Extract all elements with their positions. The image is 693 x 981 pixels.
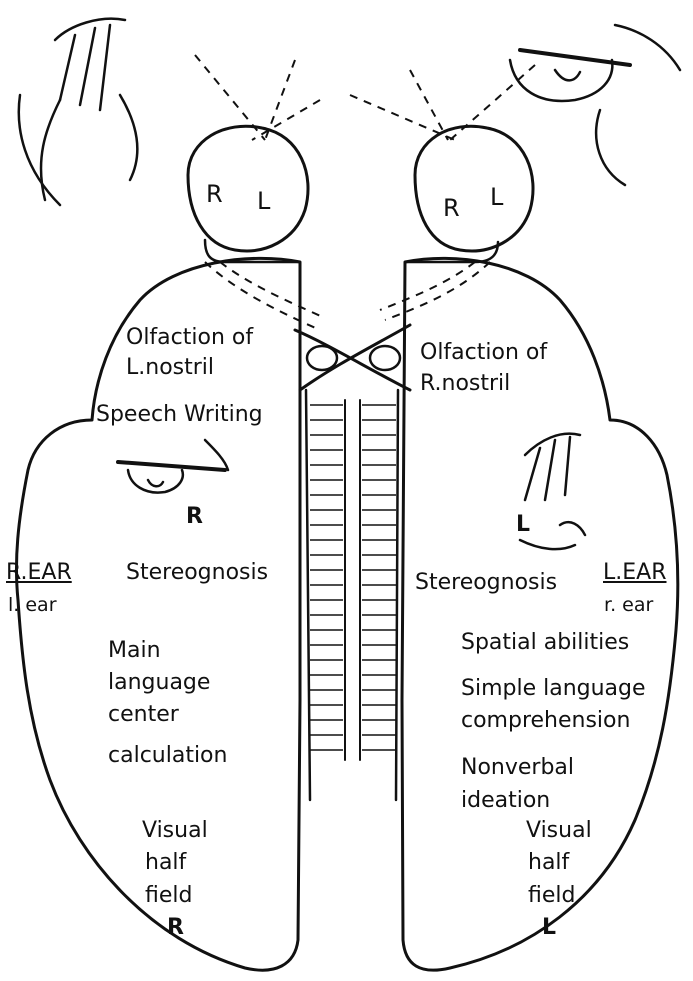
nonverbal-label: Nonverbal bbox=[461, 755, 574, 780]
left-eye-r-label: R bbox=[206, 181, 223, 209]
brain-stem-left-edge bbox=[306, 390, 310, 800]
right-field-label: field bbox=[528, 883, 575, 908]
right-hand-pen-drawing bbox=[510, 25, 680, 185]
right-stereognosis-label: Stereognosis bbox=[415, 570, 557, 595]
right-olfaction-label: Olfaction of bbox=[420, 340, 547, 365]
r-ear-sublabel: r. ear bbox=[604, 595, 653, 617]
left-hand-letter: R bbox=[186, 504, 203, 529]
left-field-letter: R bbox=[167, 915, 184, 940]
left-olfaction-label: Olfaction of bbox=[126, 325, 253, 350]
left-visual-label: Visual bbox=[142, 818, 208, 843]
left-hand-drawing bbox=[19, 19, 138, 205]
visual-pathways bbox=[195, 55, 535, 330]
left-eye-l-label: L bbox=[257, 188, 270, 216]
spatial-abilities-label: Spatial abilities bbox=[461, 630, 629, 655]
l-ear-sublabel: l. ear bbox=[8, 595, 57, 617]
chiasm-left-loop bbox=[307, 346, 337, 370]
right-visual-label: Visual bbox=[526, 818, 592, 843]
right-eye-l-label: L bbox=[490, 184, 503, 212]
chiasm-right-loop bbox=[370, 346, 400, 370]
main-label: Main bbox=[108, 638, 161, 663]
right-eye-r-label: R bbox=[443, 195, 460, 223]
left-writing-hand-icon bbox=[118, 440, 228, 493]
left-field-label: field bbox=[145, 883, 192, 908]
right-nostril-label: R.nostril bbox=[420, 371, 510, 396]
speech-writing-label: Speech Writing bbox=[96, 402, 263, 427]
right-eye bbox=[415, 126, 533, 251]
language-label: language bbox=[108, 670, 210, 695]
left-stereognosis-label: Stereognosis bbox=[126, 560, 268, 585]
r-ear-label: R.EAR bbox=[6, 560, 72, 585]
right-half-label: half bbox=[528, 850, 569, 875]
calculation-label: calculation bbox=[108, 743, 227, 768]
left-half-label: half bbox=[145, 850, 186, 875]
center-label: center bbox=[108, 702, 179, 727]
left-nostril-label: L.nostril bbox=[126, 355, 214, 380]
right-hand-letter: L bbox=[516, 512, 530, 537]
ideation-label: ideation bbox=[461, 788, 550, 813]
simple-language-label: Simple language bbox=[461, 676, 646, 701]
right-field-letter: L bbox=[542, 915, 556, 940]
comprehension-label: comprehension bbox=[461, 708, 630, 733]
stem-hatching bbox=[310, 405, 396, 750]
l-ear-label: L.EAR bbox=[603, 560, 667, 585]
brain-stem-right-edge bbox=[396, 390, 398, 800]
